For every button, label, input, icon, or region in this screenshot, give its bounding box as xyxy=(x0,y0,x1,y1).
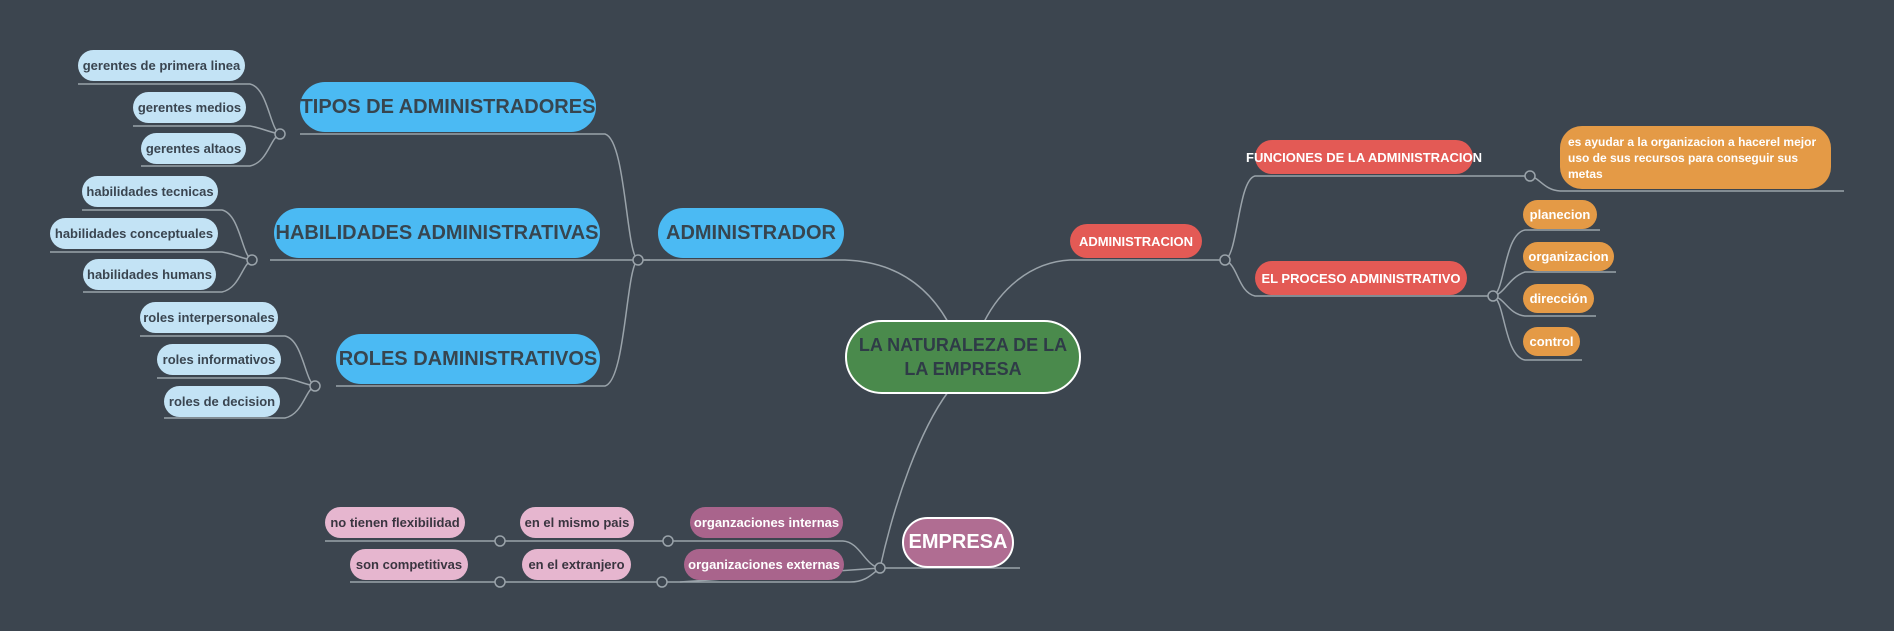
internas-child-label: en el mismo pais xyxy=(524,515,630,530)
habilidades-label: HABILIDADES ADMINISTRATIVAS xyxy=(275,221,599,244)
tipos-item-label: gerentes de primera linea xyxy=(82,58,241,73)
proceso-item-label: control xyxy=(1529,334,1574,349)
proceso-item-label: planecion xyxy=(1529,207,1591,222)
roles-node[interactable]: ROLES DAMINISTRATIVOS xyxy=(336,334,600,384)
junction-dot xyxy=(1524,170,1536,182)
roles-label: ROLES DAMINISTRATIVOS xyxy=(338,347,598,370)
habilidades-item-label: habilidades conceptuales xyxy=(54,226,214,241)
externas-child[interactable]: en el extranjero xyxy=(522,549,631,580)
roles-item-label: roles interpersonales xyxy=(143,310,275,325)
roles-item[interactable]: roles informativos xyxy=(157,344,281,375)
tipos-item[interactable]: gerentes altaos xyxy=(141,133,246,164)
junction-dot xyxy=(309,380,321,392)
junction-dot xyxy=(494,535,506,547)
funciones-label: FUNCIONES DE LA ADMINISTRACION xyxy=(1246,149,1482,165)
proceso-item[interactable]: dirección xyxy=(1523,284,1594,313)
junction-dot xyxy=(1219,254,1231,266)
externas-grandchild[interactable]: son competitivas xyxy=(350,549,468,580)
internas-grandchild-label: no tienen flexibilidad xyxy=(330,515,460,530)
tipos-node[interactable]: TIPOS DE ADMINISTRADORES xyxy=(300,82,596,132)
roles-item-label: roles de decision xyxy=(168,394,276,409)
roles-item[interactable]: roles de decision xyxy=(164,386,280,417)
tipos-item[interactable]: gerentes de primera linea xyxy=(78,50,245,81)
funciones-node[interactable]: FUNCIONES DE LA ADMINISTRACION xyxy=(1246,140,1482,174)
funciones-description[interactable]: es ayudar a la organizacion a hacerel me… xyxy=(1560,126,1831,189)
funciones-description-text: es ayudar a la organizacion a hacerel me… xyxy=(1568,134,1817,181)
administrador-label: ADMINISTRADOR xyxy=(666,221,836,244)
junction-dot xyxy=(656,576,668,588)
proceso-node[interactable]: EL PROCESO ADMINISTRATIVO xyxy=(1255,261,1467,295)
proceso-item-label: organizacion xyxy=(1528,249,1609,264)
junction-dot xyxy=(662,535,674,547)
habilidades-item[interactable]: habilidades conceptuales xyxy=(50,218,218,249)
habilidades-item[interactable]: habilidades humans xyxy=(83,259,216,290)
internas-node[interactable]: organzaciones internas xyxy=(690,507,843,538)
habilidades-item[interactable]: habilidades tecnicas xyxy=(82,176,218,207)
administracion-node[interactable]: ADMINISTRACION xyxy=(1070,224,1202,258)
junction-dot xyxy=(1487,290,1499,302)
junction-dot xyxy=(874,562,886,574)
habilidades-node[interactable]: HABILIDADES ADMINISTRATIVAS xyxy=(274,208,600,258)
externas-node[interactable]: organizaciones externas xyxy=(684,549,844,580)
habilidades-item-label: habilidades humans xyxy=(87,267,212,282)
proceso-label: EL PROCESO ADMINISTRATIVO xyxy=(1261,270,1461,286)
tipos-label: TIPOS DE ADMINISTRADORES xyxy=(300,95,596,118)
roles-item-label: roles informativos xyxy=(162,352,276,367)
tipos-item[interactable]: gerentes medios xyxy=(133,92,246,123)
proceso-item[interactable]: planecion xyxy=(1523,200,1597,229)
junction-dot xyxy=(274,128,286,140)
tipos-item-label: gerentes altaos xyxy=(145,141,242,156)
junction-dot xyxy=(246,254,258,266)
proceso-item[interactable]: organizacion xyxy=(1523,242,1614,271)
internas-grandchild[interactable]: no tienen flexibilidad xyxy=(325,507,465,538)
empresa-node[interactable]: EMPRESA xyxy=(902,517,1014,568)
tipos-item-label: gerentes medios xyxy=(137,100,242,115)
junction-dot xyxy=(632,254,644,266)
empresa-label: EMPRESA xyxy=(908,531,1008,553)
habilidades-item-label: habilidades tecnicas xyxy=(86,184,214,199)
proceso-item-label: dirección xyxy=(1529,291,1588,306)
externas-grandchild-label: son competitivas xyxy=(355,557,463,572)
externas-child-label: en el extranjero xyxy=(528,557,625,572)
roles-item[interactable]: roles interpersonales xyxy=(140,302,278,333)
administracion-label: ADMINISTRACION xyxy=(1078,233,1194,249)
junction-dot xyxy=(494,576,506,588)
internas-child[interactable]: en el mismo pais xyxy=(520,507,634,538)
root-label: LA NATURALEZA DE LA LA EMPRESA xyxy=(858,335,1068,379)
root-node[interactable]: LA NATURALEZA DE LA LA EMPRESA xyxy=(845,320,1081,394)
internas-label: organzaciones internas xyxy=(693,515,840,530)
externas-label: organizaciones externas xyxy=(688,557,840,572)
administrador-node[interactable]: ADMINISTRADOR xyxy=(658,208,844,258)
proceso-item[interactable]: control xyxy=(1523,327,1580,356)
